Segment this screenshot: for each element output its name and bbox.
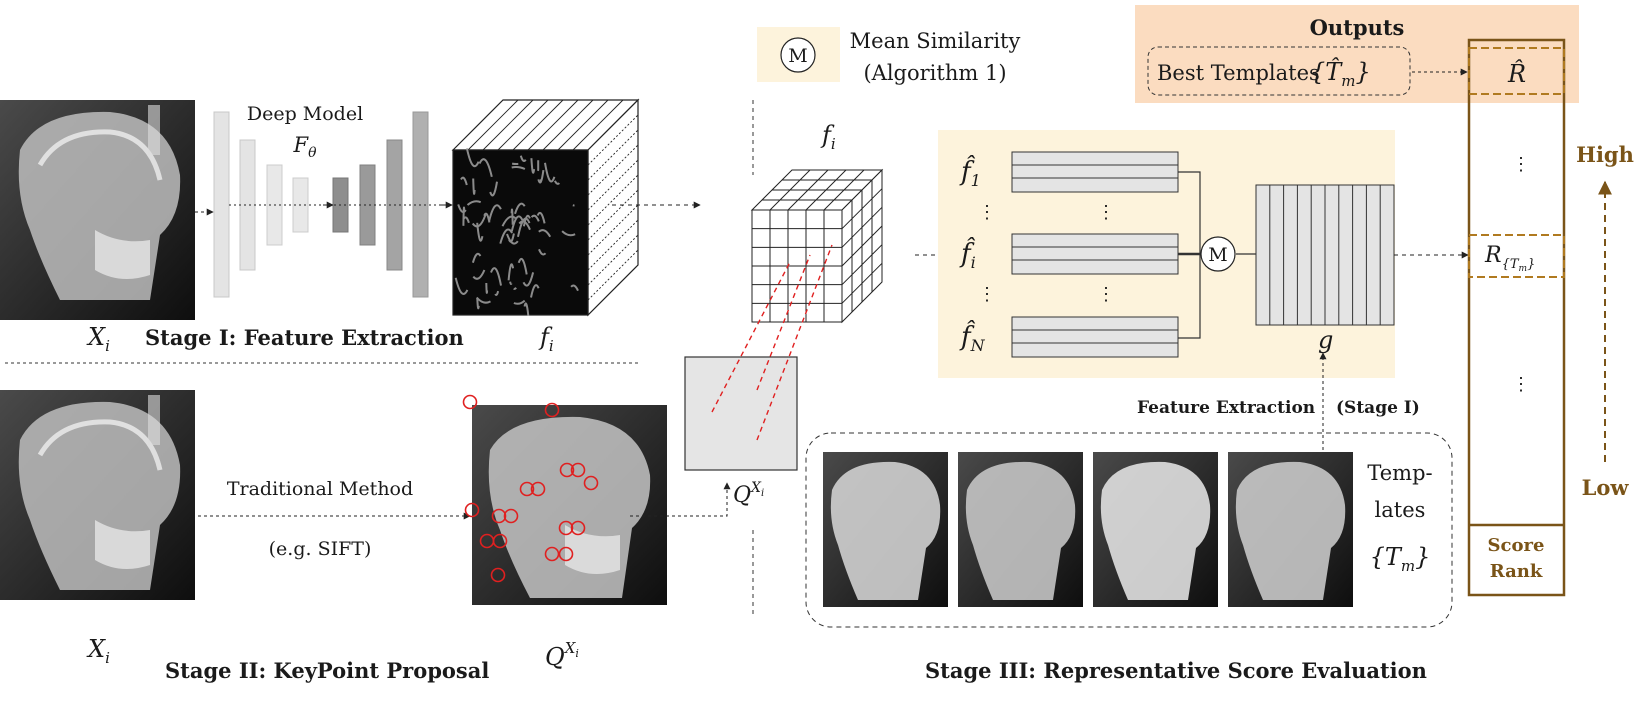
keypoint-circle [530, 481, 546, 497]
g-label: g [1318, 326, 1333, 354]
template-image-1 [823, 452, 948, 607]
best-templates-set: {T̂m} [1310, 58, 1371, 90]
mean-similarity-algorithm: (Algorithm 1) [863, 61, 1006, 85]
vertical-dots-1: ⋮ [978, 202, 996, 223]
xray-input-image-stage2 [0, 390, 195, 600]
templates-label-line1: Temp- [1367, 461, 1432, 485]
outputs-title: Outputs [1310, 15, 1405, 40]
template-image-4 [1228, 452, 1353, 607]
keypoint-circle [558, 520, 574, 536]
feature-extraction-stage-label: (Stage I) [1336, 398, 1420, 418]
traditional-method-label: Traditional Method [227, 478, 413, 500]
feature-row-i: f̂i [959, 233, 1179, 275]
template-image-2 [958, 452, 1083, 607]
keypoint-circle [492, 533, 508, 549]
q-x-i-label: QXi [545, 639, 579, 671]
stage3-title: Stage III: Representative Score Evaluati… [925, 658, 1427, 683]
templates-set-symbol: {Tm} [1370, 543, 1431, 575]
score-label: Score [1488, 535, 1545, 556]
keypoint-circle [558, 546, 574, 562]
keypoint-projection-lines [711, 244, 833, 441]
projection-line [711, 261, 791, 413]
q-x-i-label-square: QXi [733, 480, 764, 508]
templates-label-line2: lates [1375, 498, 1426, 522]
keypoint-circle [519, 481, 535, 497]
low-label: Low [1582, 475, 1630, 500]
stage2-title: Stage II: KeyPoint Proposal [165, 658, 489, 683]
mean-similarity-node-text: M [1208, 244, 1227, 266]
mean-similarity-symbol-text: M [788, 45, 807, 67]
stage1-title: Stage I: Feature Extraction [145, 325, 464, 350]
high-label: High [1576, 142, 1634, 167]
outputs-panel [1135, 5, 1579, 103]
f-i-label-stage1: fi [538, 323, 554, 355]
deep-model-label: Deep Model [247, 103, 363, 125]
keypoint-circle [462, 394, 478, 410]
mean-similarity-label: Mean Similarity [850, 29, 1021, 53]
keypoint-circle [544, 402, 560, 418]
vertical-dots-4: ⋮ [1097, 284, 1115, 305]
feature-grid-cube [750, 168, 884, 324]
x-i-label-stage2: Xi [86, 635, 110, 667]
projection-line [756, 244, 833, 441]
templates-container [805, 432, 1453, 628]
best-templates-box [1147, 46, 1411, 96]
rank-dots-2: ⋮ [1512, 374, 1530, 395]
keypoint-circle [583, 475, 599, 491]
score-rank-column [1467, 38, 1566, 597]
keypoint-image [472, 405, 667, 605]
best-templates-label: Best Templates [1157, 61, 1320, 85]
keypoint-circle [503, 508, 519, 524]
template-feature-matrix-g [1255, 184, 1395, 326]
keypoint-circle [490, 567, 506, 583]
current-rank-slot [1468, 234, 1565, 278]
keypoint-markers [462, 384, 763, 583]
vertical-dots-3: ⋮ [1097, 202, 1115, 223]
keypoint-circle [570, 462, 586, 478]
keypoint-circle [559, 462, 575, 478]
vertical-dots-2: ⋮ [978, 284, 996, 305]
keypoint-set-square [684, 356, 798, 471]
deep-model-symbol: Fθ [292, 133, 317, 161]
keypoint-circle [464, 502, 480, 518]
projection-line [756, 254, 811, 391]
mean-similarity-connectors [1178, 171, 1256, 339]
xray-input-image-stage1 [0, 100, 195, 320]
r-hat-label: R̂ [1507, 60, 1526, 88]
keypoint-circle [544, 546, 560, 562]
rank-label: Rank [1490, 561, 1543, 582]
arrow-keypoints-to-q [630, 482, 731, 517]
rank-dots-1: ⋮ [1512, 154, 1530, 175]
feature-map-cube [451, 98, 640, 317]
mean-similarity-symbol [780, 37, 816, 73]
traditional-method-example: (e.g. SIFT) [269, 538, 372, 560]
keypoint-circle [570, 520, 586, 536]
mean-similarity-node [1200, 236, 1236, 272]
x-i-label-stage1: Xi [86, 323, 110, 355]
keypoint-circle [491, 508, 507, 524]
f-i-label-grid: fi [820, 121, 836, 153]
deep-model-network [213, 111, 453, 298]
r-tm-label: R{Tm} [1484, 243, 1535, 274]
feature-row-1: f̂1 [959, 151, 1179, 193]
top-rank-slot [1468, 47, 1565, 95]
feature-extraction-label: Feature Extraction [1137, 398, 1315, 418]
template-image-3 [1093, 452, 1218, 607]
feature-row-n: f̂N [959, 316, 1179, 358]
